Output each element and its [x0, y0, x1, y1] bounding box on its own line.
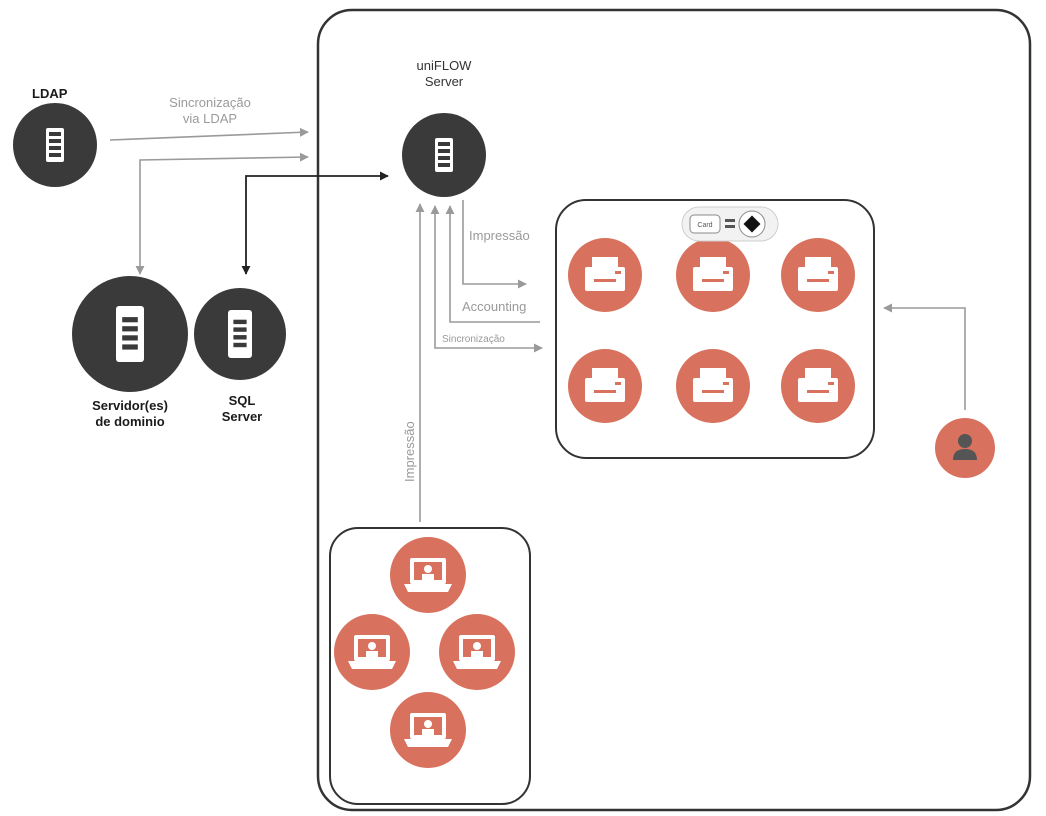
- client-group-container: [329, 527, 531, 805]
- printer-node: [676, 349, 750, 423]
- laptop-node: [390, 692, 466, 768]
- ldap-node: [13, 103, 97, 187]
- ldap-sync-label: Sincronização via LDAP: [145, 95, 275, 127]
- server-icon: [118, 311, 142, 357]
- laptop-icon: [453, 635, 501, 669]
- print-to-devices-label: Impressão: [469, 228, 530, 243]
- server-icon: [46, 128, 64, 162]
- domain-servers-line2: de dominio: [95, 414, 165, 429]
- device-group-container: [555, 199, 875, 459]
- printer-node: [568, 238, 642, 312]
- laptop-node: [390, 537, 466, 613]
- ldap-sync-arrow: [109, 127, 309, 141]
- card-badge: Card: [681, 206, 779, 242]
- sql-connection-arrow: [241, 171, 389, 275]
- user-node: [935, 418, 995, 478]
- card-text: Card: [697, 222, 712, 229]
- ldap-label: LDAP: [32, 86, 68, 101]
- uniflow-server-label: uniFLOW Server: [394, 58, 494, 90]
- print-from-clients-label: Impressão: [402, 421, 417, 482]
- laptop-icon: [348, 635, 396, 669]
- accounting-label: Accounting: [462, 299, 527, 314]
- uniflow-label-line1: uniFLOW: [416, 58, 472, 73]
- domain-sync-arrow: [135, 152, 309, 275]
- key-icon: [743, 215, 761, 233]
- laptop-node: [334, 614, 410, 690]
- laptop-icon: [404, 713, 452, 747]
- laptop-node: [439, 614, 515, 690]
- server-icon: [435, 138, 453, 172]
- sql-server-line2: Server: [221, 409, 263, 424]
- printer-node: [568, 349, 642, 423]
- domain-servers-line1: Servidor(es): [92, 398, 168, 413]
- ldap-sync-line1: Sincronização: [169, 95, 251, 110]
- uniflow-label-line2: Server: [424, 74, 464, 89]
- sql-server-node: [194, 288, 286, 380]
- sql-server-line1: SQL: [228, 393, 256, 408]
- server-icon: [230, 315, 250, 353]
- card-icon: [689, 214, 721, 234]
- printer-node: [676, 238, 750, 312]
- printer-node: [781, 349, 855, 423]
- uniflow-network-container: [316, 8, 1032, 812]
- printer-node: [781, 238, 855, 312]
- ldap-sync-line2: via LDAP: [182, 111, 238, 126]
- device-sync-arrow: [430, 205, 543, 353]
- domain-server-node: [72, 276, 188, 392]
- laptop-icon: [404, 558, 452, 592]
- uniflow-server-node: [402, 113, 486, 197]
- domain-servers-label: Servidor(es) de dominio: [70, 398, 190, 430]
- device-sync-label: Sincronização: [442, 334, 505, 345]
- sql-server-label: SQL Server: [210, 393, 274, 425]
- user-to-devices-arrow: [883, 303, 966, 410]
